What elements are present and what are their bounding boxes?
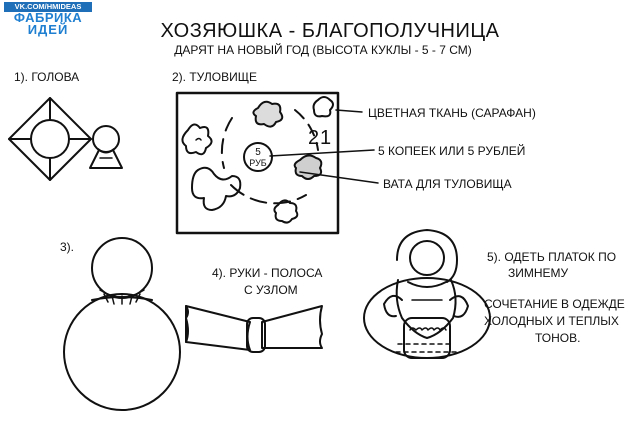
brand-logo: VK.COM/HMIDEAS ФАБРИКА ИДЕЙ: [4, 2, 92, 36]
coin-unit: РУБ: [249, 158, 267, 168]
coin-value: 5: [255, 147, 261, 158]
brand-name-line1: ФАБРИКА: [13, 10, 83, 25]
step-arms-label-1: 4). РУКИ - ПОЛОСА: [212, 266, 323, 280]
arms-strip: [185, 305, 323, 353]
callout-coins: 5 КОПЕЕК ИЛИ 5 РУБЛЕЙ: [378, 144, 526, 158]
mark-one: 1: [320, 127, 331, 149]
step-scarf-label-1: 5). ОДЕТЬ ПЛАТОК ПО: [487, 250, 617, 264]
body-fabric-rectangle: [175, 91, 340, 235]
mark-two: 2: [308, 127, 319, 149]
head-ball-figure: [89, 125, 123, 169]
head-fabric-square: [8, 97, 92, 181]
page-title: ХОЗЯЮШКА - БЛАГОПОЛУЧНИЦА: [160, 20, 500, 42]
note-line-3: ТОНОВ.: [535, 331, 581, 345]
page-subtitle: ДАРЯТ НА НОВЫЙ ГОД (ВЫСОТА КУКЛЫ - 5 - 7…: [174, 43, 472, 57]
callout-fabric: ЦВЕТНАЯ ТКАНЬ (САРАФАН): [368, 106, 536, 120]
body-leader-lines: [269, 109, 379, 184]
doll-body-ball: [63, 237, 181, 411]
finished-doll: [363, 229, 491, 359]
note-line-2: ХОЛОДНЫХ И ТЕПЛЫХ: [484, 314, 619, 328]
step-three-label: 3).: [60, 240, 75, 254]
callout-cotton: ВАТА ДЛЯ ТУЛОВИЩА: [383, 177, 512, 191]
brand-name-line2: ИДЕЙ: [27, 22, 69, 37]
step-scarf-label-2: ЗИМНЕМУ: [508, 266, 569, 280]
step-head-label: 1). ГОЛОВА: [14, 70, 80, 84]
brand-url: VK.COM/HMIDEAS: [4, 2, 92, 12]
step-arms-label-2: С УЗЛОМ: [244, 283, 298, 297]
note-line-1: СОЧЕТАНИЕ В ОДЕЖДЕ: [484, 297, 625, 311]
step-body-label: 2). ТУЛОВИЩЕ: [172, 70, 257, 84]
